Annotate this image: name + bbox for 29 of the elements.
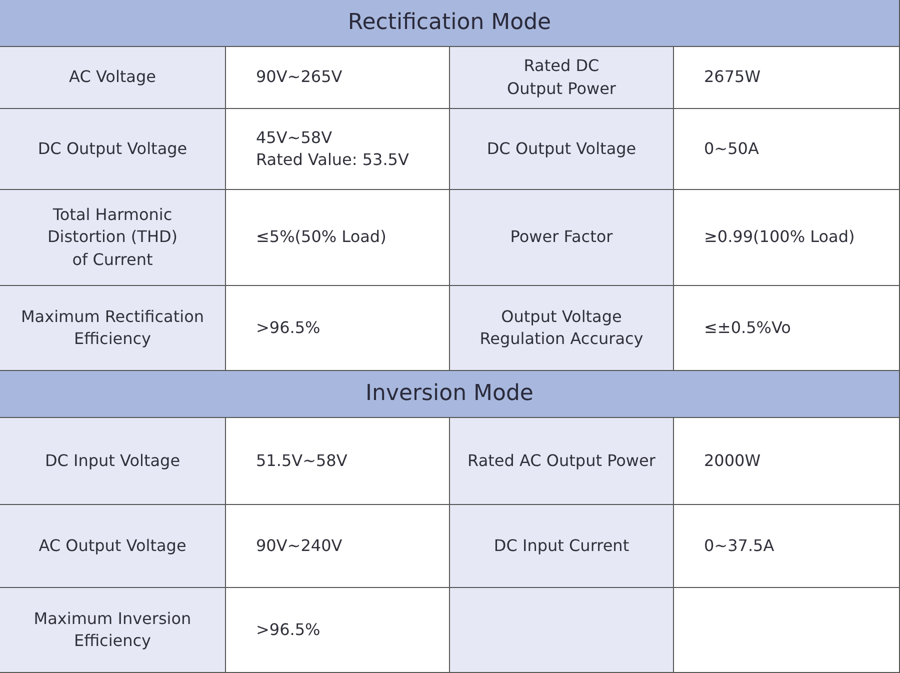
- parameter-name: DC Input Current: [450, 505, 674, 588]
- parameter-value: 0~50A: [674, 109, 900, 190]
- section-header: Rectification Mode: [0, 0, 900, 47]
- parameter-name: Power Factor: [450, 190, 674, 286]
- parameter-name: Output Voltage Regulation Accuracy: [450, 286, 674, 371]
- parameter-value: >96.5%: [226, 588, 450, 673]
- parameter-value: 90V~240V: [226, 505, 450, 588]
- parameter-name: AC Voltage: [0, 47, 226, 109]
- parameter-name: Total Harmonic Distortion (THD) of Current: [0, 190, 226, 286]
- parameter-name: Rated DC Output Power: [450, 47, 674, 109]
- parameter-name: AC Output Voltage: [0, 505, 226, 588]
- parameter-value: >96.5%: [226, 286, 450, 371]
- parameter-name: DC Input Voltage: [0, 418, 226, 505]
- parameter-value: 2675W: [674, 47, 900, 109]
- parameter-name: Rated AC Output Power: [450, 418, 674, 505]
- parameter-name: DC Output Voltage: [0, 109, 226, 190]
- parameter-value: 90V~265V: [226, 47, 450, 109]
- parameter-value: ≥0.99(100% Load): [674, 190, 900, 286]
- parameter-value: 2000W: [674, 418, 900, 505]
- parameter-name: DC Output Voltage: [450, 109, 674, 190]
- parameter-value: ≤±0.5%Vo: [674, 286, 900, 371]
- parameter-value: 51.5V~58V: [226, 418, 450, 505]
- parameter-name: Maximum Inversion Efficiency: [0, 588, 226, 673]
- section-header: Inversion Mode: [0, 371, 900, 418]
- parameter-name: Maximum Rectification Efficiency: [0, 286, 226, 371]
- parameter-value: ≤5%(50% Load): [226, 190, 450, 286]
- parameter-value: 0~37.5A: [674, 505, 900, 588]
- parameter-value: 45V~58V: [256, 126, 332, 149]
- parameter-value: Rated Value: 53.5V: [256, 149, 409, 171]
